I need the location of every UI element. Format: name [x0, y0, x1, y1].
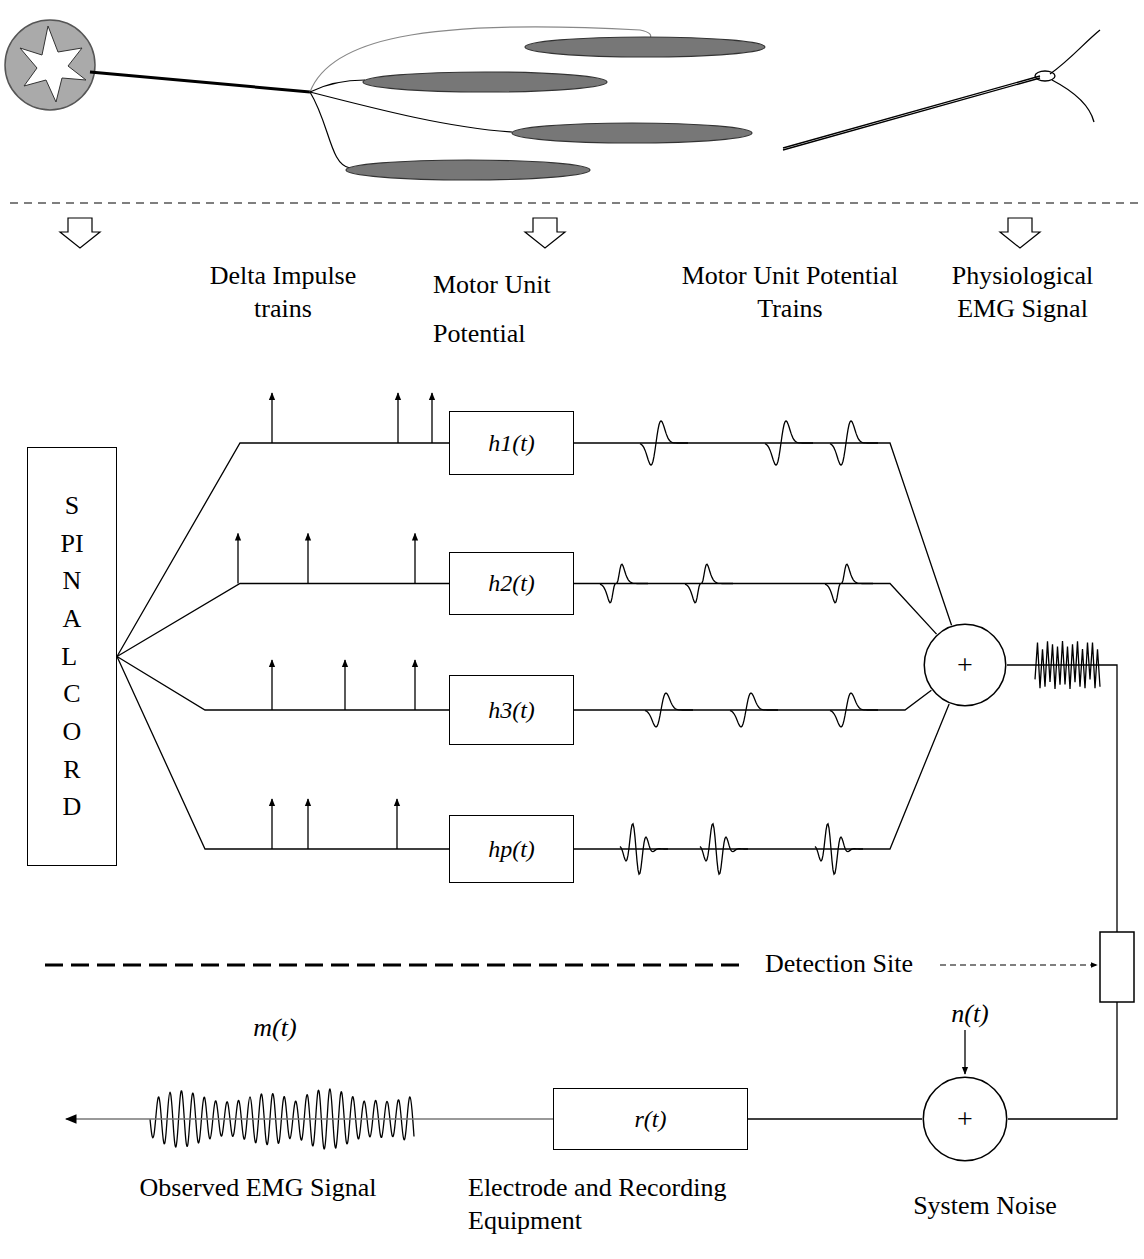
signal-line	[1007, 665, 1117, 1119]
signal-line	[748, 1118, 922, 1119]
label-text: Physiological EMG Signal	[952, 261, 1094, 323]
filter-box: h3(t)	[449, 675, 574, 745]
node-text: h3(t)	[488, 697, 535, 724]
filter-box: h2(t)	[449, 552, 574, 615]
waveforms	[150, 421, 1100, 1149]
filter-box: r(t)	[553, 1088, 748, 1150]
filter-box: hp(t)	[449, 815, 574, 883]
delta-impulse	[396, 799, 397, 849]
delta-impulse	[307, 799, 308, 849]
text-label: Physiological EMG Signal	[925, 260, 1120, 325]
signal-line	[117, 443, 449, 657]
summing-junction: +	[923, 623, 1007, 707]
output-arrow	[66, 1118, 553, 1119]
node-text: r(t)	[635, 1106, 667, 1133]
muscle-fibres	[310, 27, 765, 180]
delta-impulse	[414, 534, 415, 584]
text-label: n(t)	[945, 998, 995, 1031]
signal-line	[574, 690, 931, 710]
signal-line	[117, 657, 449, 711]
delta-impulse	[271, 660, 272, 710]
text-label: Motor Unit Potential Trains	[675, 260, 905, 325]
text-label: m(t)	[250, 1012, 300, 1045]
node-text: SPINAL CORD	[59, 487, 85, 826]
hollow-arrows	[60, 218, 1040, 248]
delta-impulse	[397, 393, 398, 443]
text-label: Electrode and Recording Equipment	[468, 1172, 778, 1237]
node-text: h2(t)	[488, 570, 535, 597]
label-text: Detection Site	[765, 949, 913, 978]
delta-impulse	[271, 799, 272, 849]
motor-neuron	[5, 20, 310, 110]
label-text: n(t)	[951, 999, 989, 1028]
detection-electrode	[1100, 932, 1134, 1002]
delta-impulse	[307, 534, 308, 584]
delta-impulse	[237, 534, 238, 584]
detection-line	[45, 964, 745, 967]
node-text: hp(t)	[488, 836, 535, 863]
label-text: Motor Unit Potential Trains	[682, 261, 899, 323]
delta-impulse	[431, 393, 432, 443]
noise-input	[964, 1030, 965, 1074]
label-text: Electrode and Recording Equipment	[468, 1173, 726, 1235]
detection-leader	[940, 964, 1097, 965]
filter-box: h1(t)	[449, 411, 574, 475]
delta-impulse	[344, 660, 345, 710]
signal-line	[117, 584, 449, 657]
text-label: System Noise	[895, 1190, 1075, 1223]
delta-impulse	[414, 660, 415, 710]
text-label: Detection Site	[765, 948, 935, 981]
signal-line	[574, 443, 952, 625]
needle-electrode	[783, 30, 1100, 150]
source-box: SPINAL CORD	[27, 447, 117, 866]
node-text: +	[957, 649, 973, 681]
label-text: m(t)	[253, 1013, 296, 1042]
label-text: Motor Unit Potential	[433, 270, 551, 348]
signal-line	[574, 704, 949, 849]
text-label: Observed EMG Signal	[108, 1172, 408, 1205]
summing-junction: +	[922, 1076, 1008, 1162]
label-text: Observed EMG Signal	[140, 1173, 377, 1202]
delta-impulse	[271, 393, 272, 443]
impulse-arrows	[238, 393, 432, 849]
signal-line	[117, 657, 449, 850]
divider-line	[10, 202, 1138, 204]
signal-line	[574, 584, 937, 635]
node-text: h1(t)	[488, 430, 535, 457]
label-text: System Noise	[913, 1191, 1057, 1220]
text-label: Motor Unit Potential	[433, 260, 593, 359]
node-text: +	[957, 1103, 973, 1135]
text-label: Delta Impulse trains	[183, 260, 383, 325]
label-text: Delta Impulse trains	[210, 261, 357, 323]
